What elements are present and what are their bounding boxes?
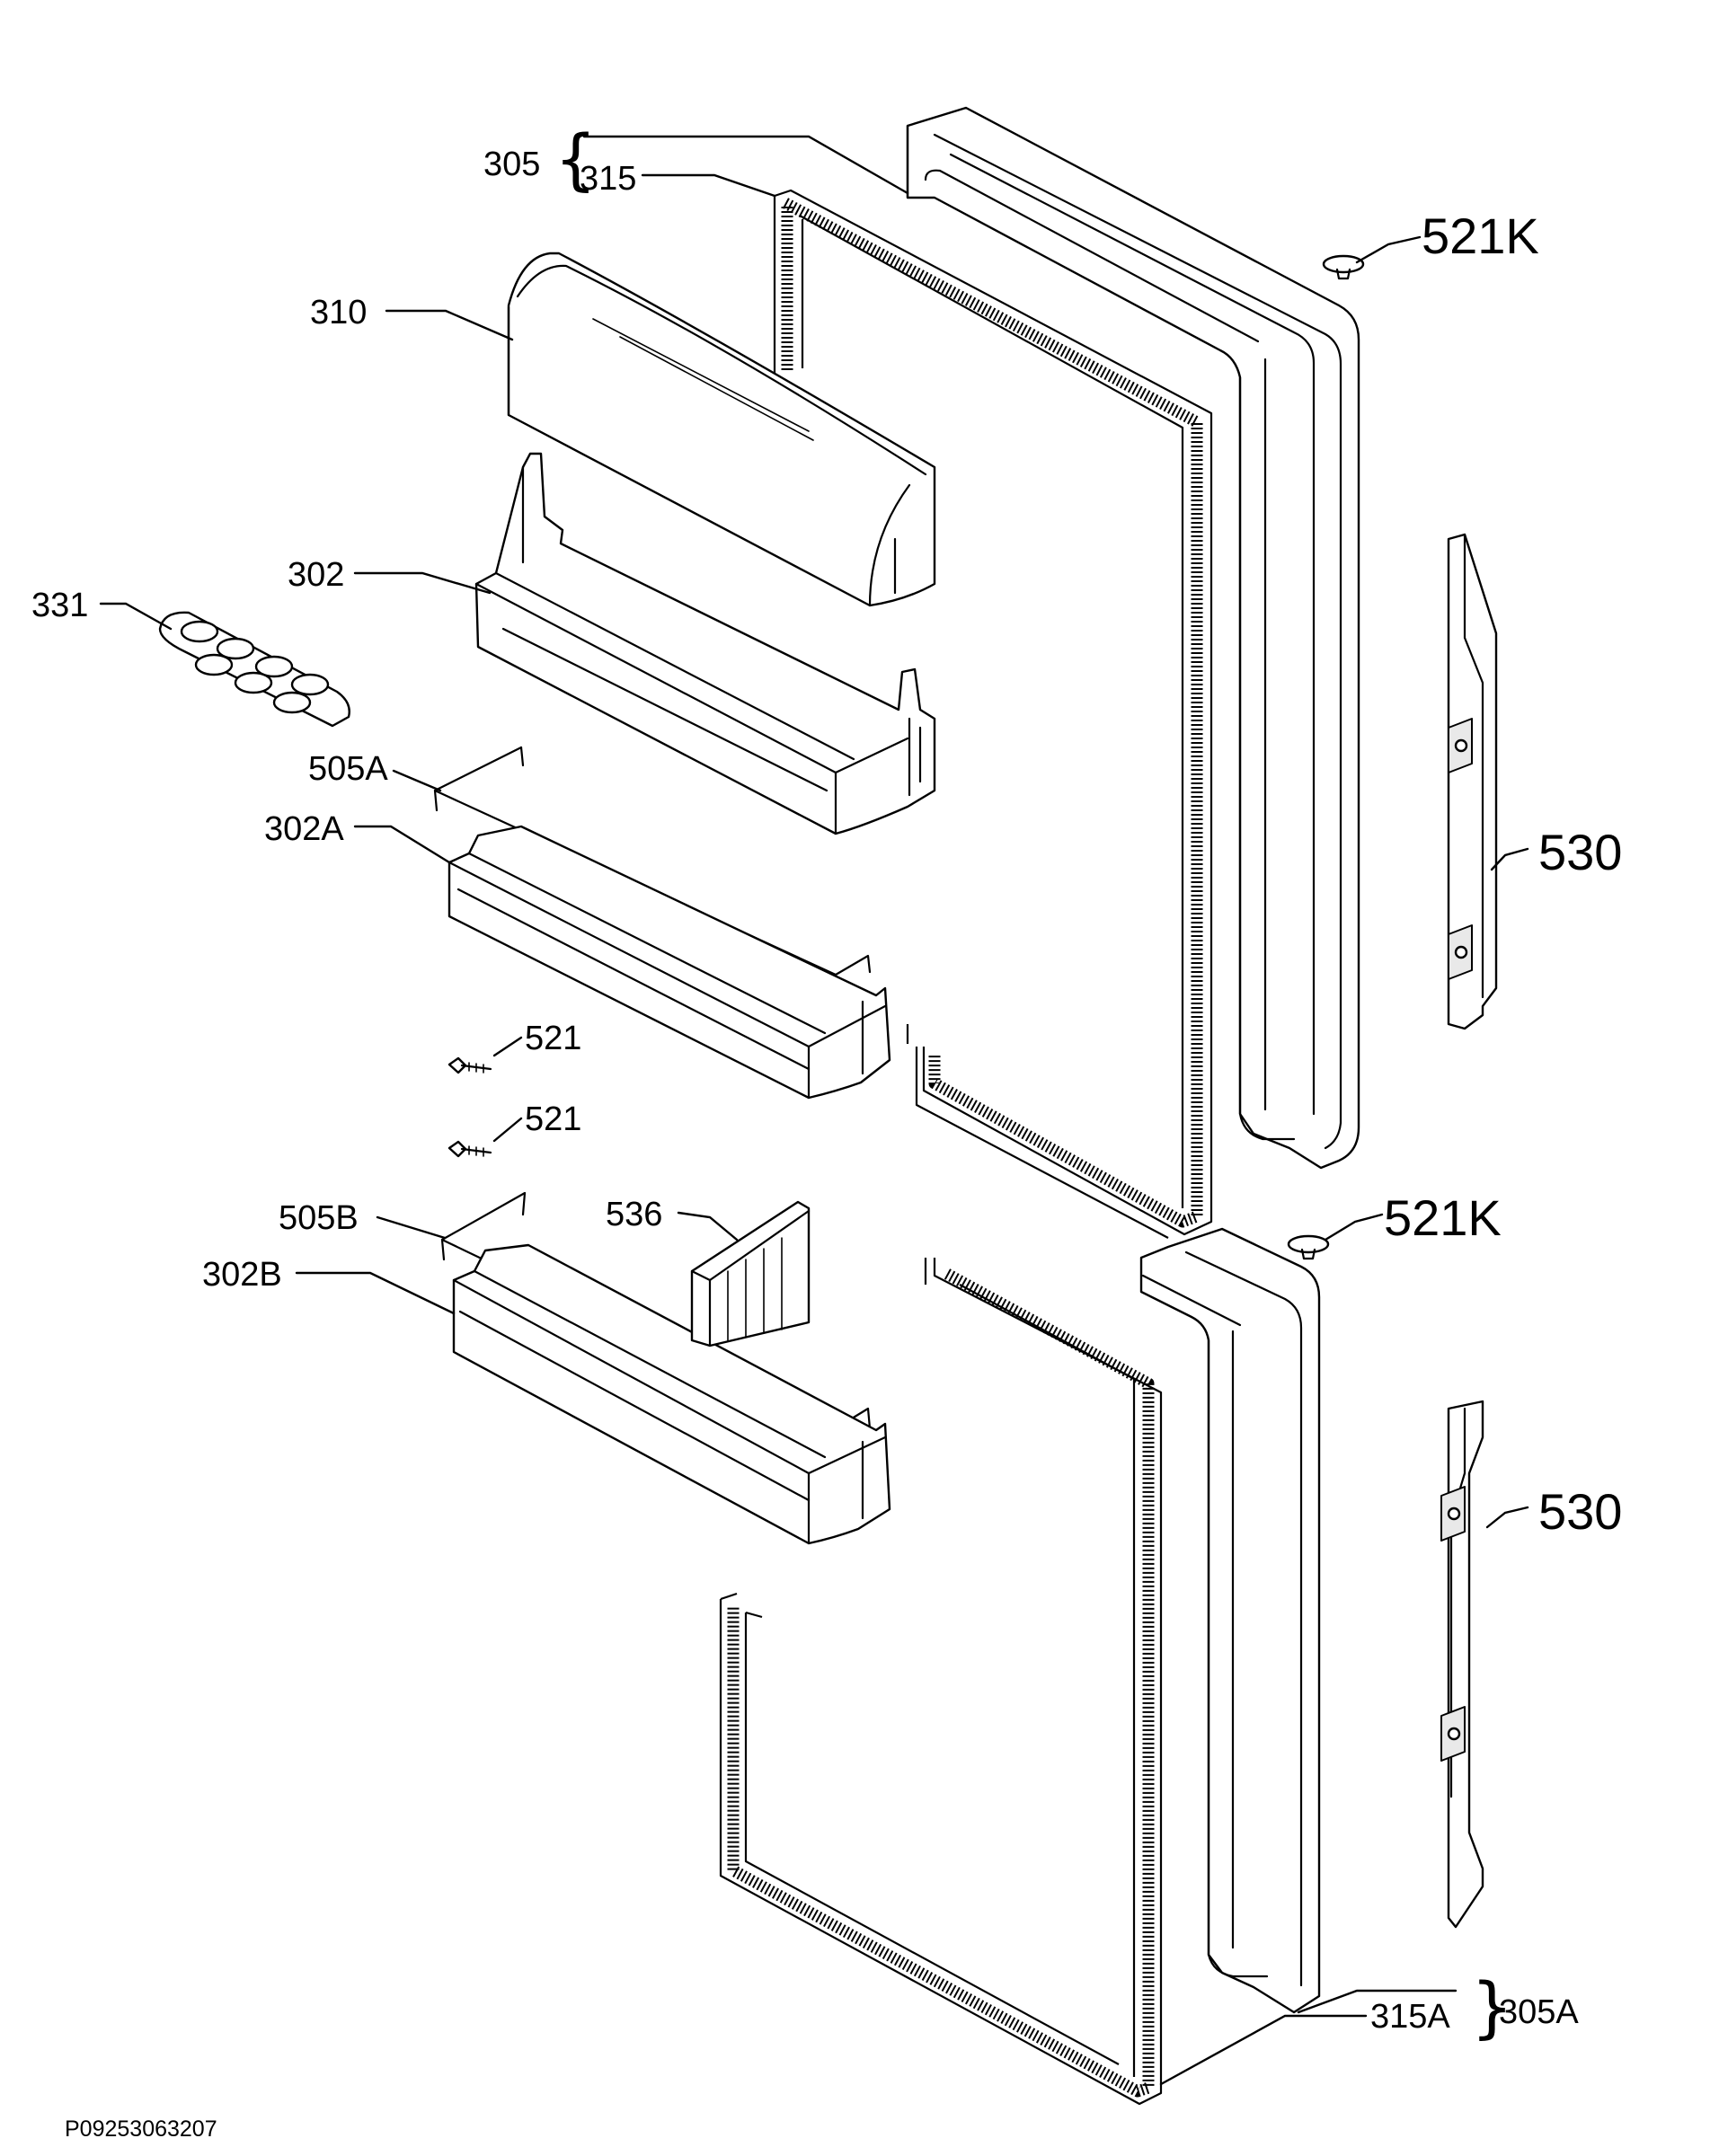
label-505b: 505B — [279, 1199, 359, 1237]
label-521-a: 521 — [525, 1020, 581, 1057]
egg-tray-331 — [158, 611, 350, 728]
retainer-bar-505a — [433, 746, 872, 976]
upper-door-frame — [906, 106, 1360, 1170]
screw-521-a — [447, 1056, 492, 1074]
hinge-pin-521k-bottom — [1287, 1234, 1330, 1260]
brace-305: { — [554, 121, 597, 199]
label-505a: 505A — [308, 750, 388, 788]
door-shelf-302a — [447, 825, 891, 1100]
label-302a: 302A — [264, 810, 344, 848]
label-521k-bottom: 521K — [1384, 1189, 1502, 1246]
lower-door-frame — [1139, 1227, 1321, 2014]
label-536: 536 — [606, 1196, 662, 1233]
door-handle-530-bottom — [1440, 1400, 1484, 1929]
label-302: 302 — [288, 556, 344, 594]
leader-lines — [99, 135, 1529, 2086]
screw-521-b — [447, 1140, 492, 1158]
brace-305a: } — [1471, 1969, 1513, 2046]
dairy-lid-310 — [507, 252, 936, 607]
label-331: 331 — [31, 587, 88, 624]
label-530-top: 530 — [1538, 824, 1622, 880]
door-shelf-302b — [452, 1243, 891, 1545]
lower-door-gasket — [719, 1258, 1163, 2106]
bottle-divider-536 — [690, 1200, 811, 1348]
door-handle-530-top — [1447, 533, 1498, 1030]
upper-door-gasket — [773, 189, 1213, 1239]
label-310: 310 — [310, 294, 367, 331]
label-521k-top: 521K — [1422, 208, 1539, 264]
door-shelf-302 — [474, 452, 936, 835]
hinge-pin-521k-top — [1322, 254, 1365, 280]
label-521-b: 521 — [525, 1100, 581, 1138]
label-530-bottom: 530 — [1538, 1483, 1622, 1540]
label-315: 315 — [580, 160, 636, 198]
label-302b: 302B — [202, 1256, 282, 1294]
label-305a: 305A — [1499, 1993, 1579, 2031]
drawing-code: P09253063207 — [65, 2116, 217, 2142]
label-305: 305 — [483, 146, 540, 183]
label-315a: 315A — [1370, 1998, 1450, 2036]
